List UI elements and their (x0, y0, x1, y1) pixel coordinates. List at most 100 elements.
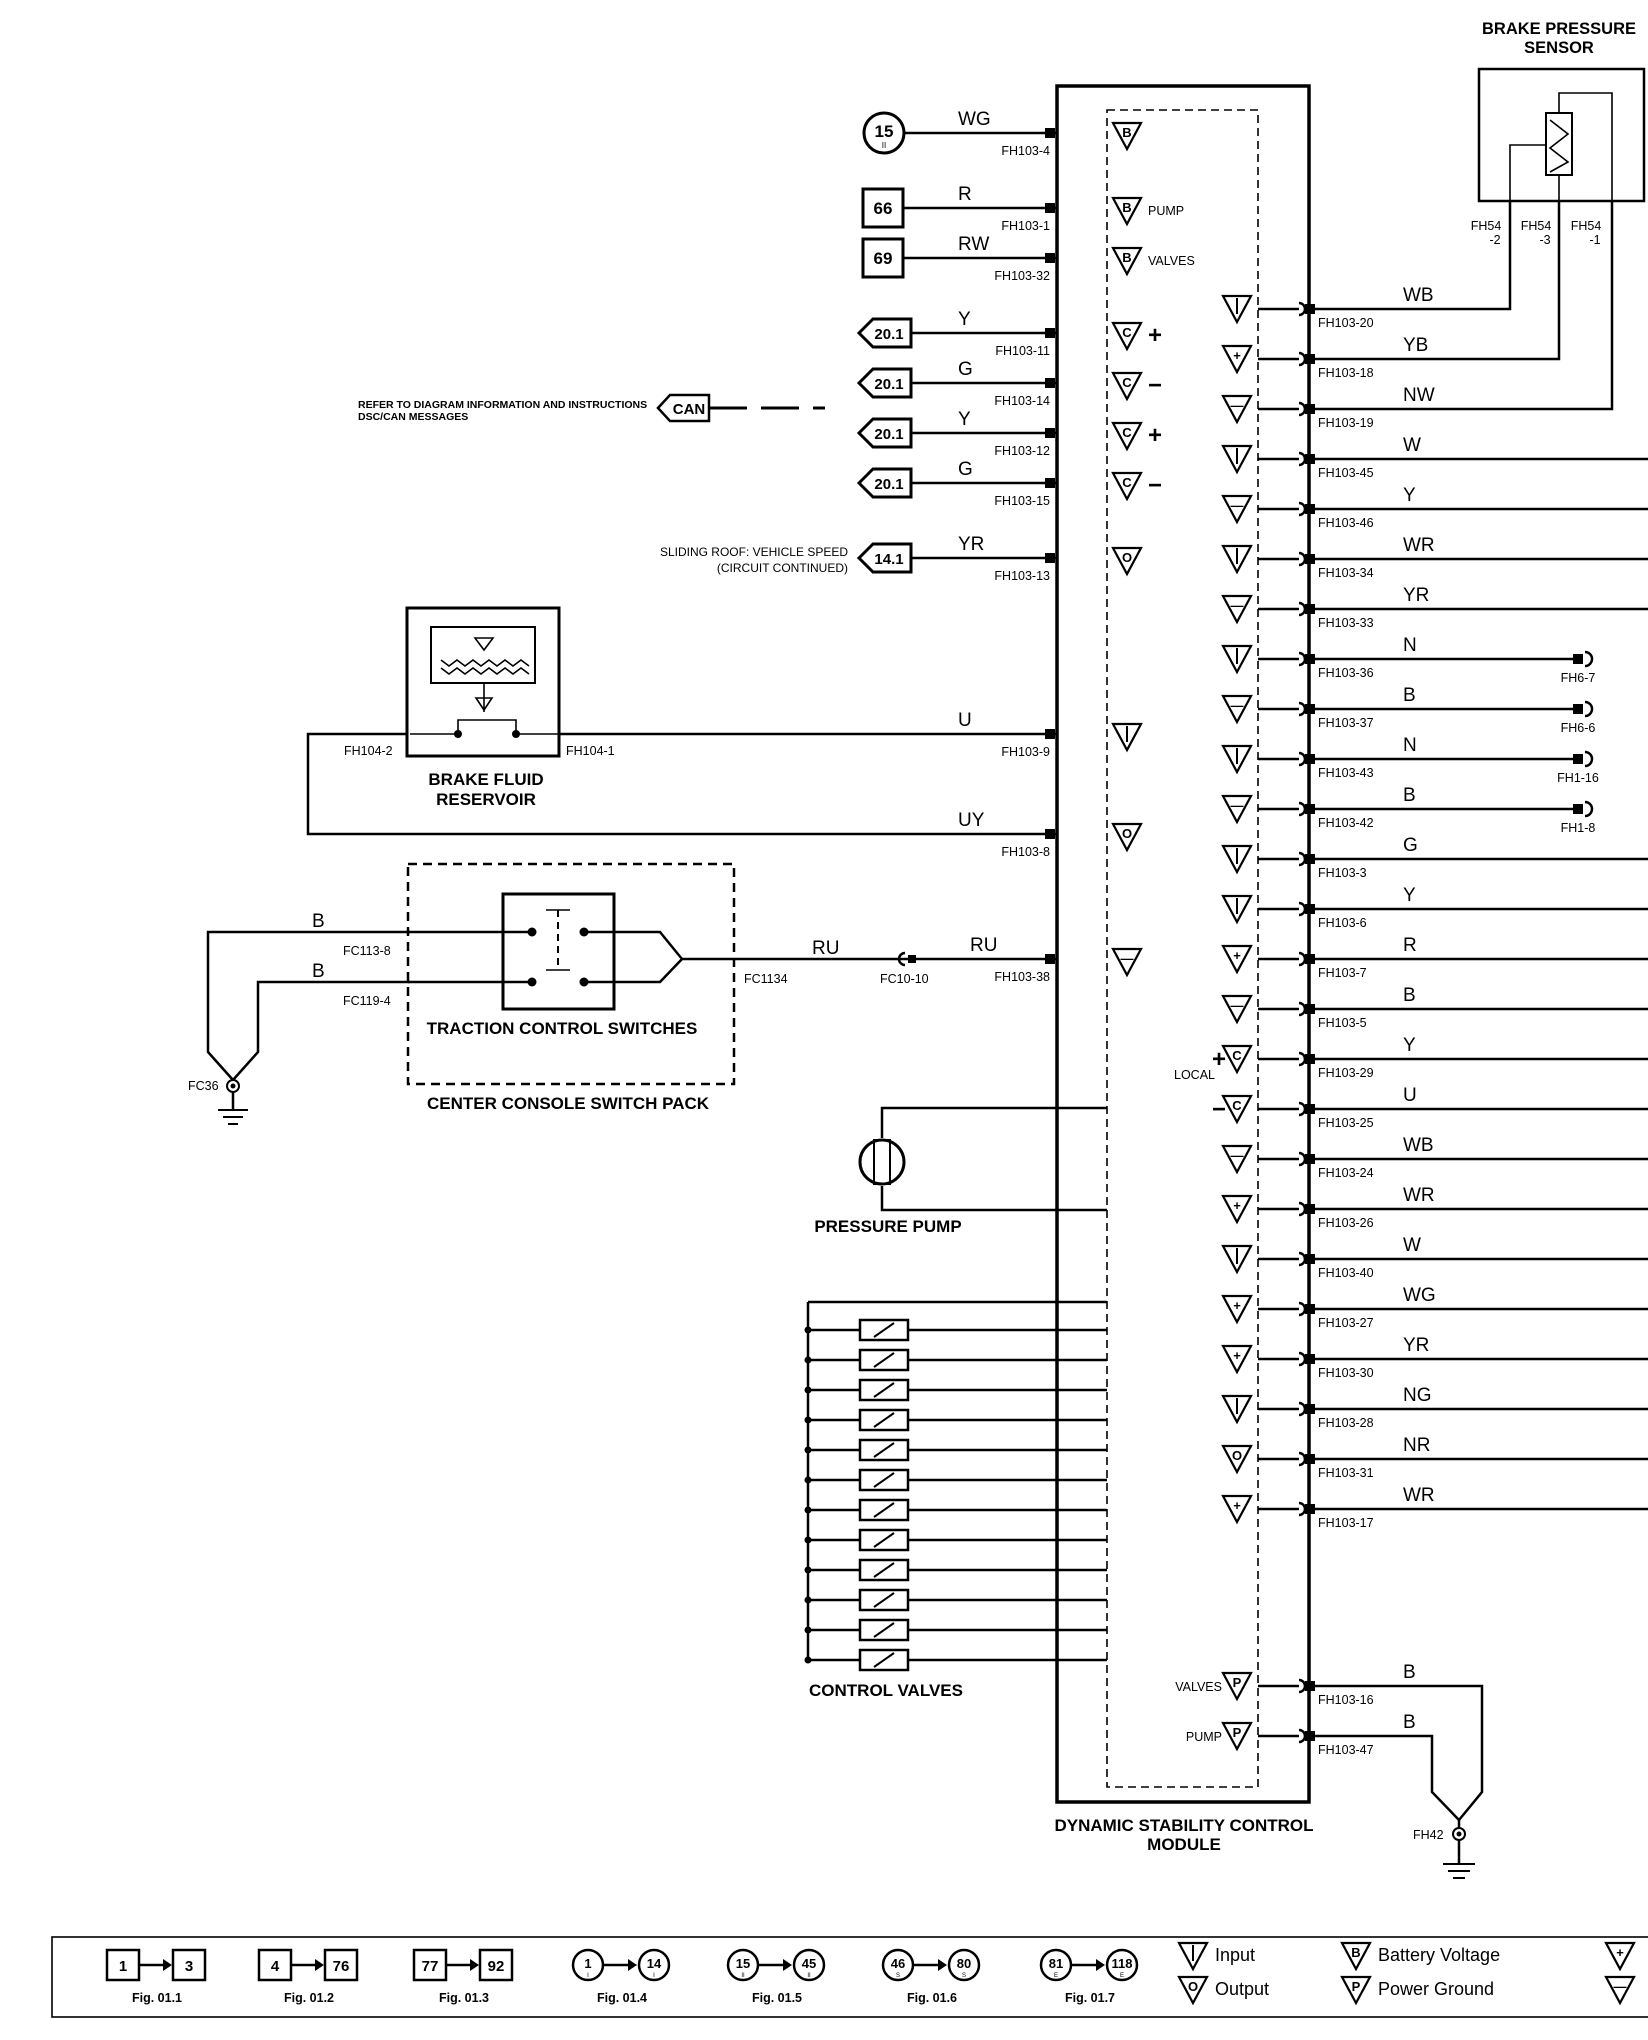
signal-type-icon: O (1221, 1444, 1253, 1475)
connector-pin (1305, 654, 1315, 664)
wire-color-label: U (1403, 1085, 1417, 1106)
triangle-glyph: + (1233, 1198, 1241, 1213)
plus-icon: + (1604, 1941, 1636, 1972)
triangle-glyph: O (1122, 550, 1132, 565)
legend-from: 4 (271, 1958, 280, 1975)
triangle-icon (1221, 644, 1253, 675)
fluid-wave-icon (440, 659, 530, 675)
triangle-icon (1221, 1494, 1253, 1525)
connector-icon (1298, 701, 1315, 717)
pin-label: FH103-5 (1318, 1016, 1367, 1030)
circle-ref-icon (947, 1948, 981, 1982)
junction-dot (804, 1386, 812, 1394)
signal-type-icon (1221, 444, 1253, 475)
valve-solenoid (804, 1528, 1107, 1552)
connector-icon (1045, 553, 1055, 563)
triangle-icon (1604, 1941, 1636, 1972)
connector-pin (1573, 704, 1583, 714)
triangle-icon (1221, 894, 1253, 925)
module-box (1055, 84, 1311, 1804)
wire-color-label: WR (1403, 1185, 1435, 1206)
signal-type-icon: + (1221, 944, 1253, 975)
triangle-icon (1221, 944, 1253, 975)
connector-icon (1298, 551, 1315, 567)
connector-icon (1045, 428, 1055, 438)
module-ground-label: FH42 (1413, 1828, 1444, 1842)
ref-label: 15 (875, 122, 894, 141)
legend-to: 3 (185, 1958, 193, 1975)
wire-color-label: R (958, 184, 972, 205)
legend-sub: S (896, 1973, 900, 1979)
external-pin-label: FH6-7 (1561, 671, 1596, 685)
connector-icon (897, 951, 906, 967)
triangle-icon (1111, 121, 1143, 152)
symbol-label: VALVES (1148, 254, 1195, 268)
valve-solenoid (804, 1588, 1107, 1612)
triangle-icon (1221, 994, 1253, 1025)
triangle-icon (1111, 371, 1143, 402)
wire-color-label: Y (958, 409, 971, 430)
switch-contact (527, 927, 537, 937)
valve-solenoid (804, 1408, 1107, 1432)
circle-ref-icon (726, 1948, 760, 1982)
legend-to: 118 (1112, 1956, 1133, 1971)
module-inner-box (1106, 109, 1259, 1788)
connector-socket (1298, 701, 1307, 717)
triangle-icon (1221, 844, 1253, 875)
solenoid-slash (873, 1622, 895, 1638)
inline-connector-label: FC10-10 (880, 972, 929, 986)
connector-icon (1298, 1301, 1315, 1317)
signal-type-icon: O (1111, 822, 1143, 853)
sensor-pin-label: -2 (1489, 233, 1500, 247)
connector-socket (1298, 951, 1307, 967)
wire-color-label: W (1403, 435, 1421, 456)
solenoid-slash (873, 1652, 895, 1668)
legend-to: 92 (488, 1958, 505, 1975)
pin-label: FH103-27 (1318, 1316, 1374, 1330)
power-label: PUMP (1186, 1730, 1222, 1744)
wire-color-label: WG (958, 109, 991, 130)
legend-arrowhead-icon (628, 1959, 637, 1971)
signal-type-icon: C (1111, 471, 1143, 502)
wire-color-label: RU (970, 935, 997, 956)
switch-out-color: RU (812, 938, 839, 959)
legend-caption: Fig. 01.7 (1065, 1991, 1115, 2005)
connector-pin (1045, 203, 1055, 213)
connector-socket (1298, 1151, 1307, 1167)
triangle-glyph: O (1188, 1979, 1198, 1994)
legend-caption: Fig. 01.4 (597, 1991, 647, 2005)
connector-socket (1298, 751, 1307, 767)
legend-caption: Fig. 01.5 (752, 1991, 802, 2005)
triangle-glyph: — (1231, 798, 1244, 813)
external-pin-label: FH1-8 (1561, 821, 1596, 835)
wire-color-label: WR (1403, 535, 1435, 556)
sensor-wire-yb (1309, 201, 1561, 361)
signal-type-icon (1221, 744, 1253, 775)
triangle-glyph: B (1122, 250, 1131, 265)
switch-ground-wire-2 (232, 980, 410, 1081)
triangle-icon (1221, 744, 1253, 775)
signal-type-icon (1221, 844, 1253, 875)
wire-color-label: B (1403, 985, 1416, 1006)
pin-label: FH103-13 (994, 569, 1050, 583)
traction-switch-box (501, 892, 616, 1011)
connector-icon (1298, 651, 1315, 667)
wire-color-label: NG (1403, 1385, 1432, 1406)
legend-symbol-label: Input (1215, 1945, 1255, 1965)
polarity-sign: − (1148, 472, 1162, 499)
wire-color-label: Y (958, 309, 971, 330)
legend-arrowhead-icon (1096, 1959, 1105, 1971)
pin-label: FH103-4 (1001, 144, 1050, 158)
